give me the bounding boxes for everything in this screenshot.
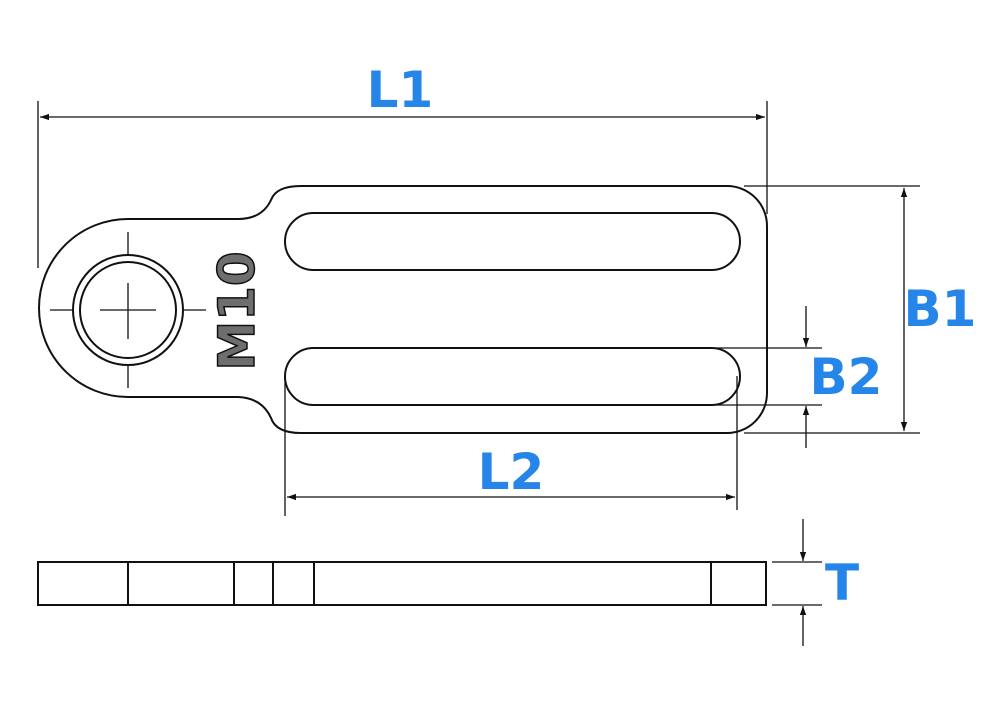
side-view	[37, 561, 767, 606]
part-mark-text: M10	[208, 251, 266, 370]
plate-outline	[38, 185, 768, 434]
side-view-outline	[37, 561, 767, 606]
b2-label: B2	[810, 348, 883, 406]
bolt-hole-inner	[79, 261, 177, 359]
dimension-b1	[744, 185, 920, 434]
l1-label: L1	[367, 61, 434, 119]
t-label: T	[825, 554, 859, 612]
top-view	[38, 185, 768, 434]
lower-slot	[284, 347, 741, 406]
b1-label: B1	[904, 280, 977, 338]
dimension-l1	[37, 101, 768, 268]
l2-label: L2	[478, 443, 545, 501]
dimension-t	[772, 519, 822, 646]
bolt-hole-outer	[72, 254, 184, 366]
dimension-b2	[716, 306, 822, 448]
upper-slot	[284, 212, 741, 271]
hole-centerlines	[50, 232, 206, 388]
dimension-l2	[284, 376, 738, 516]
